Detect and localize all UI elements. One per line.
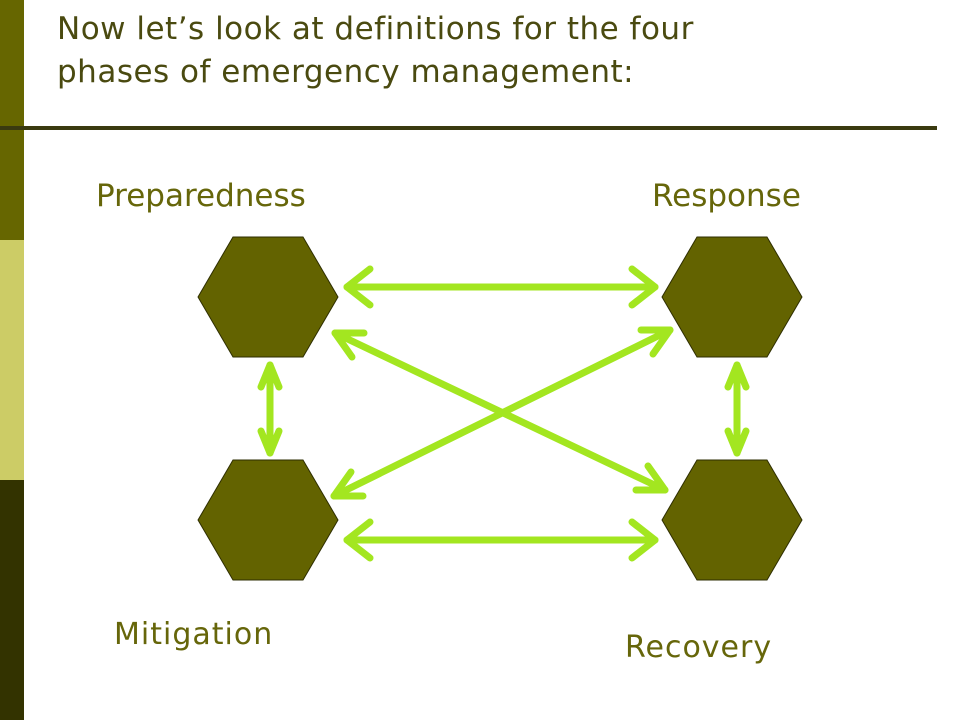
title-divider [0, 126, 937, 130]
hexagon-preparedness [197, 236, 339, 358]
arrow-response-recovery [724, 361, 750, 457]
label-preparedness: Preparedness [96, 178, 306, 214]
label-mitigation: Mitigation [114, 617, 273, 652]
arrow-mitigation-recovery [343, 518, 659, 562]
title-line-2: phases of emergency management: [57, 54, 635, 90]
arrow-preparedness-response [343, 265, 659, 309]
slide-sidebar [0, 0, 24, 720]
arrow-response-mitigation [330, 326, 674, 500]
sidebar-segment-middle [0, 240, 24, 480]
hexagon-response [661, 236, 803, 358]
sidebar-segment-bottom [0, 480, 24, 720]
slide-title: Now let’s look at definitions for the fo… [57, 8, 937, 94]
hexagon-recovery [661, 459, 803, 581]
hexagon-mitigation [197, 459, 339, 581]
label-recovery: Recovery [625, 630, 772, 665]
title-line-1: Now let’s look at definitions for the fo… [57, 11, 694, 47]
arrow-preparedness-mitigation [257, 361, 283, 457]
sidebar-segment-top [0, 0, 24, 240]
label-response: Response [652, 178, 801, 214]
